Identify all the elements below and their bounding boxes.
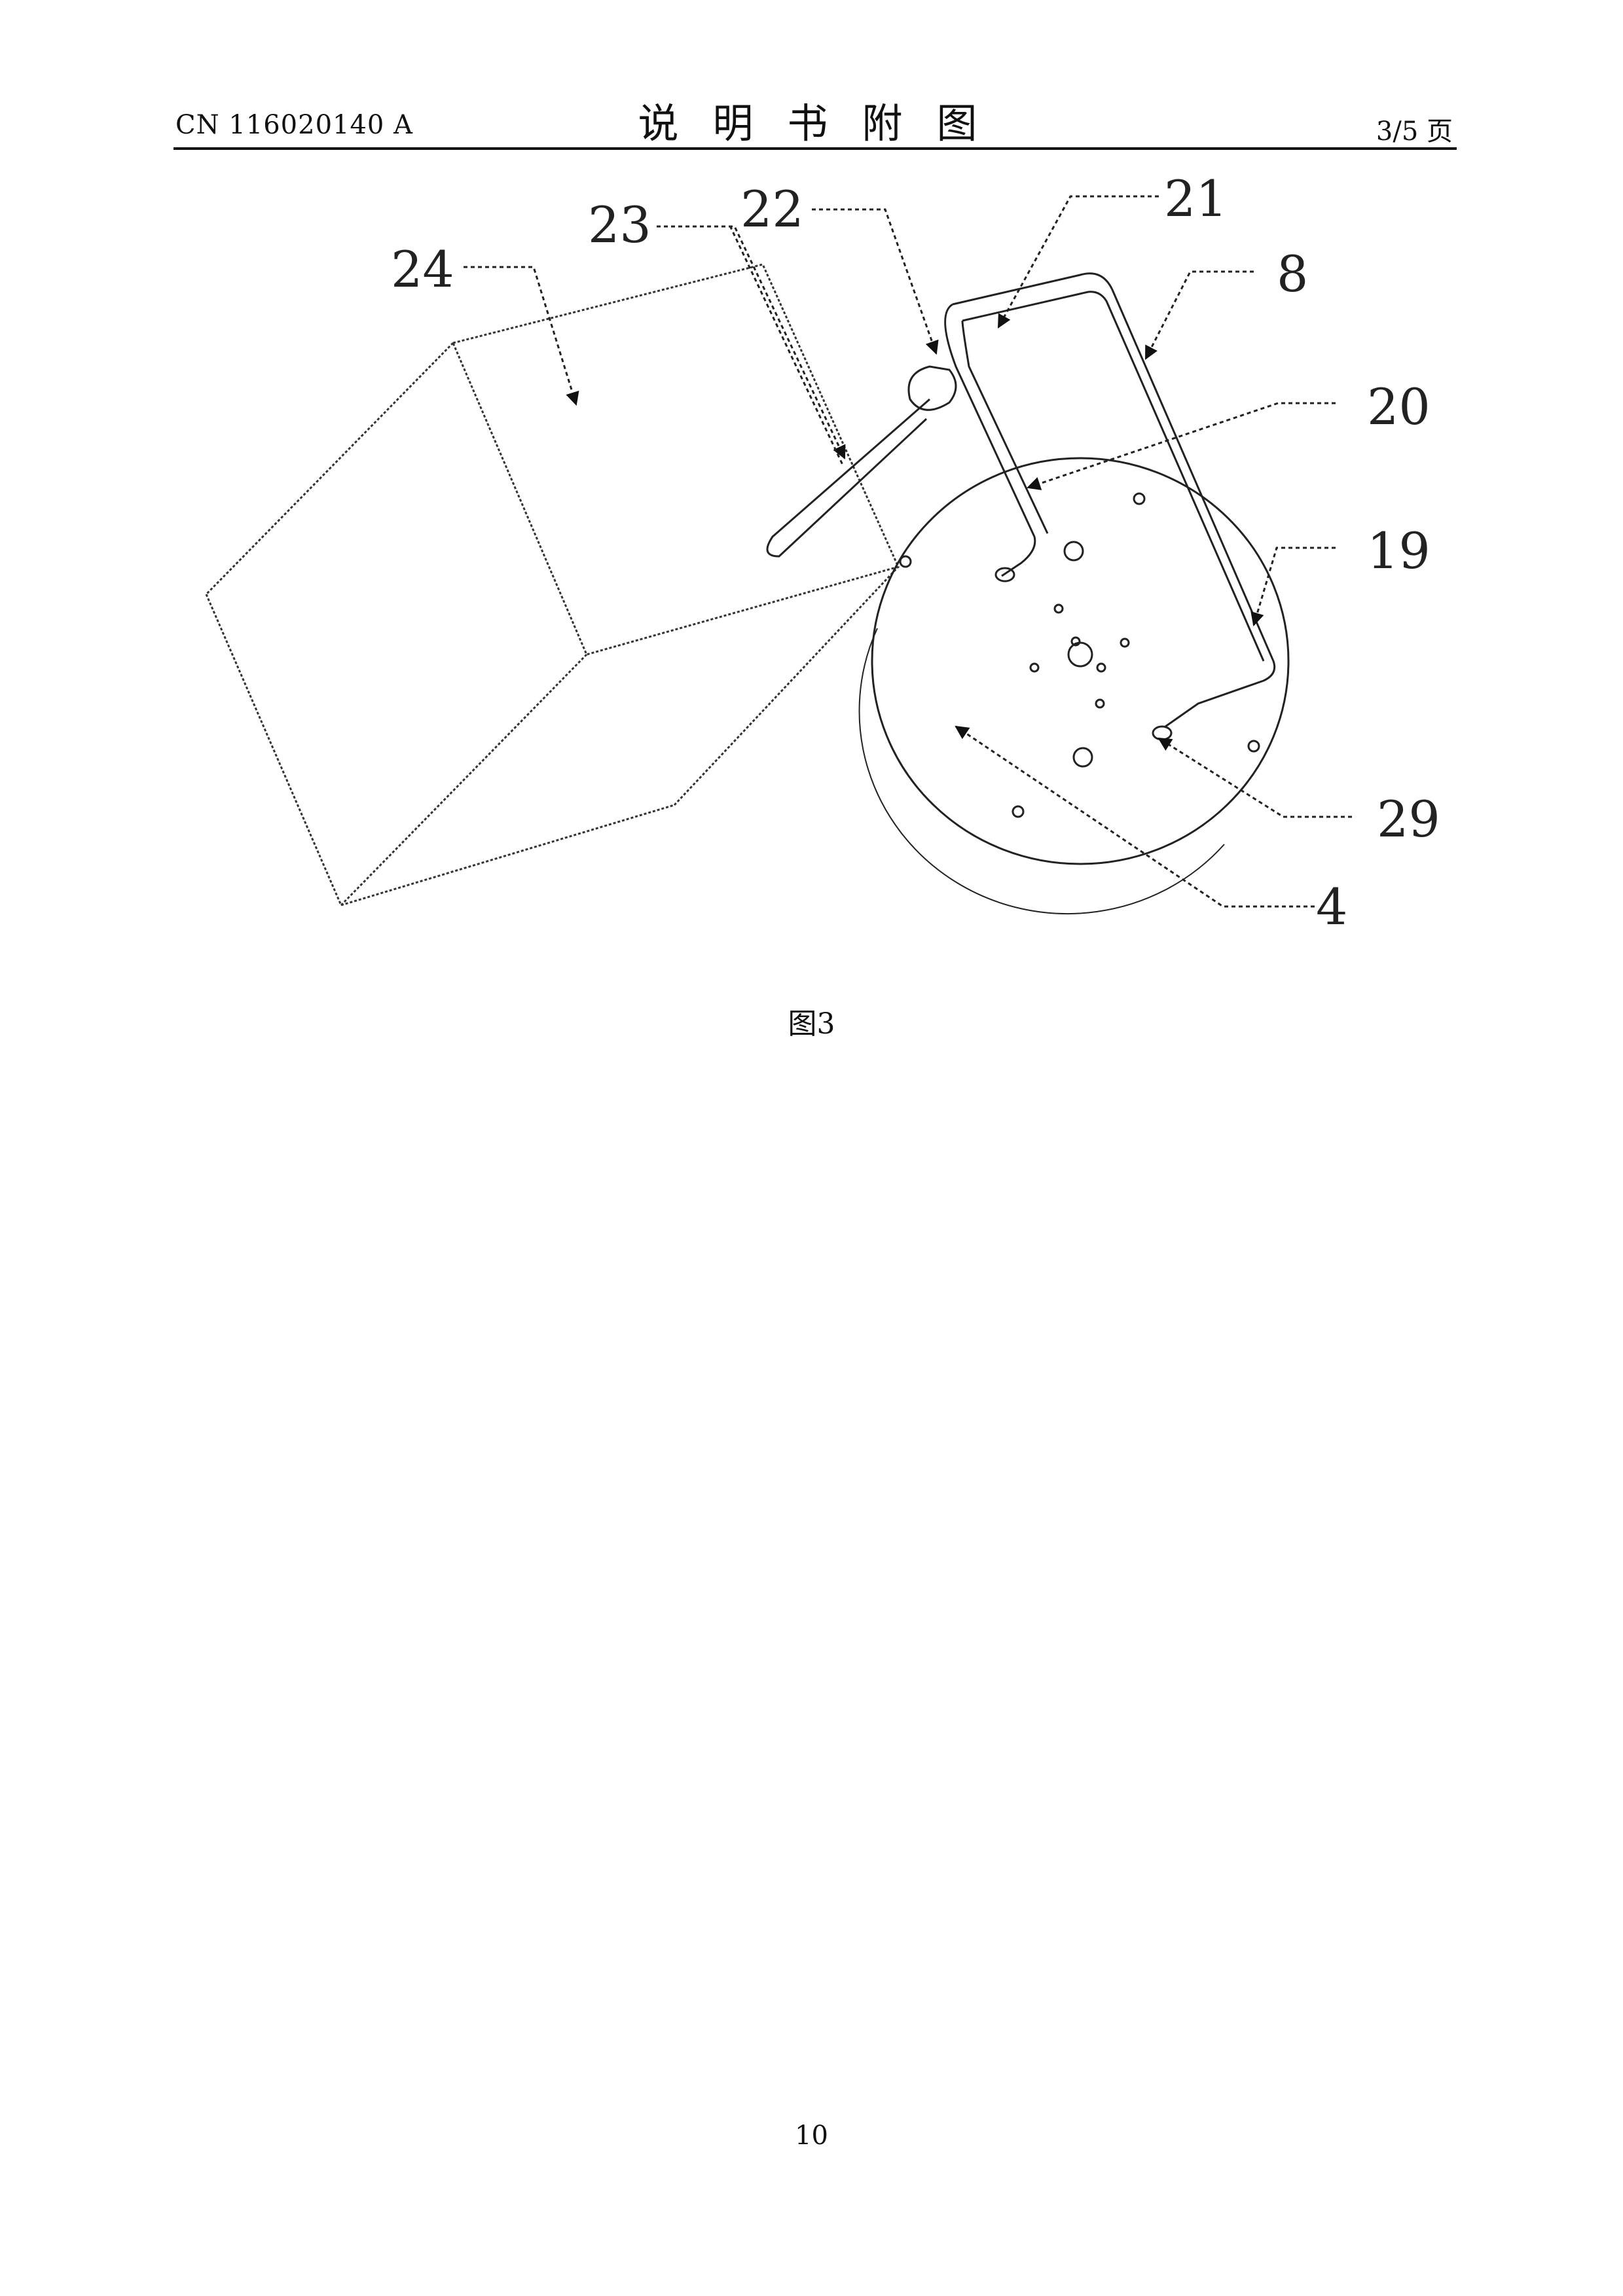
page-number: 10 [795,2121,828,2151]
handle-frame [766,272,1276,741]
publication-number: CN 116020140 A [175,110,413,140]
ref-label-22: 22 [740,180,804,238]
ref-label-20: 20 [1367,378,1431,436]
ref-label-21: 21 [1164,170,1228,228]
ref-label-19: 19 [1367,522,1431,580]
circular-plate [858,457,1290,914]
leader-lines [464,195,1352,908]
ref-label-23: 23 [588,196,651,254]
box-body [205,263,900,906]
ref-label-29: 29 [1377,790,1440,848]
ref-label-8: 8 [1277,245,1308,303]
patent-drawing: 24 23 22 21 8 20 19 29 4 [205,170,1440,936]
ref-label-4: 4 [1316,878,1347,936]
page-title: 说明书附图 [638,99,1012,147]
ref-label-24: 24 [391,240,454,298]
figure-caption: 图3 [788,1007,835,1041]
page-indicator: 3/5 页 [1376,117,1453,147]
header-rule [173,147,1457,150]
